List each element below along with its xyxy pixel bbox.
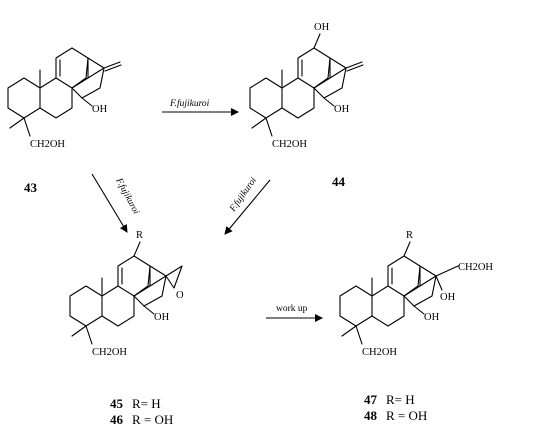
compound-47-48-ch2oh-top-label: CH2OH [458,262,493,273]
reagent-label-44-to-46: F.fujikuroi [227,175,259,215]
workup-label: work up [276,304,308,314]
compound-45-number: 45 [110,396,124,411]
compound-47-definition: R= H [386,392,415,407]
arrow-43-to-45 [91,173,128,233]
compound-45-definition: R= H [132,396,161,411]
compound-45-46-r-label: R [136,230,143,241]
compound-44-structure: OH OH CH2OH [249,22,364,150]
compound-45-46-epoxide-o: O [176,290,184,301]
compound-43-structure: OH CH2OH [7,47,122,150]
compound-47-48-oh-label: OH [424,312,440,323]
compound-43-ch2oh-label: CH2OH [30,139,65,150]
compound-47-48-r-label: R [406,230,413,241]
compound-44-ch2oh-label: CH2OH [272,139,307,150]
compound-47-48-oh-mid-label: OH [440,292,456,303]
compound-45-46-structure: R O OH CH2OH [69,230,184,358]
compound-46-definition: R = OH [132,412,173,427]
compound-44-oh-label: OH [334,104,350,115]
compound-44-number: 44 [332,174,346,189]
compound-46-number: 46 [110,412,124,427]
reagent-label-43-to-44: F.fujikuroi [169,98,210,109]
compound-44-oh-top-label: OH [314,22,330,33]
arrow-44-to-46 [224,179,271,235]
compound-48-number: 48 [364,408,378,423]
compound-47-48-ch2oh-label: CH2OH [362,347,397,358]
compound-48-definition: R = OH [386,408,427,423]
compound-45-46-oh-label: OH [154,312,170,323]
compound-45-46-ch2oh-label: CH2OH [92,347,127,358]
compound-47-48-structure: R CH2OH OH OH CH2OH [339,230,493,358]
compound-43-number: 43 [24,180,38,195]
compound-43-oh-label: OH [92,104,108,115]
compound-47-number: 47 [364,392,378,407]
reagent-label-43-to-45: F.fujikuroi [113,175,142,216]
